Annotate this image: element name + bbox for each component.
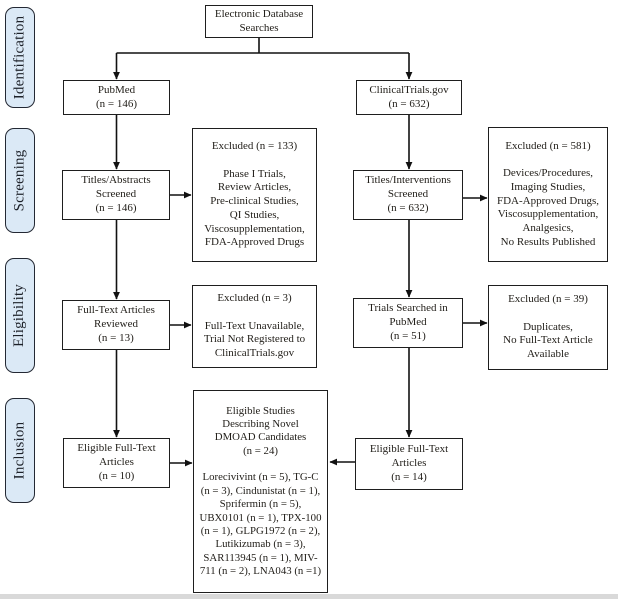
box-excluded-3: Excluded (n = 3) Full-Text Unavailable, … [192, 285, 317, 368]
box-eligible-fulltext-articles-14: Eligible Full-Text Articles (n = 14) [355, 438, 463, 490]
box-titles-abstracts-screened: Titles/Abstracts Screened (n = 146) [62, 170, 170, 220]
stage-label-screening-text: Screening [11, 149, 28, 212]
stage-label-eligibility-text: Eligibility [11, 283, 28, 348]
stage-label-inclusion-text: Inclusion [11, 421, 28, 480]
box-clinicaltrials-gov: ClinicalTrials.gov (n = 632) [356, 80, 462, 115]
stage-label-identification: Identification [5, 7, 35, 108]
box-excluded-133: Excluded (n = 133) Phase I Trials, Revie… [192, 128, 317, 262]
box-excluded-39: Excluded (n = 39) Duplicates, No Full-Te… [488, 285, 608, 370]
stage-label-eligibility: Eligibility [5, 258, 35, 373]
box-eligible-studies-dmoad-candidates: Eligible Studies Describing Novel DMOAD … [193, 390, 328, 593]
box-eligible-fulltext-articles-10: Eligible Full-Text Articles (n = 10) [63, 438, 170, 488]
box-pubmed: PubMed (n = 146) [63, 80, 170, 115]
box-excluded-581: Excluded (n = 581) Devices/Procedures, I… [488, 127, 608, 262]
box-titles-interventions-screened: Titles/Interventions Screened (n = 632) [353, 170, 463, 220]
bottom-edge-strip [0, 594, 618, 599]
stage-label-identification-text: Identification [11, 15, 28, 100]
box-trials-searched-in-pubmed: Trials Searched in PubMed (n = 51) [353, 298, 463, 348]
stage-label-inclusion: Inclusion [5, 398, 35, 503]
stage-label-screening: Screening [5, 128, 35, 233]
box-electronic-database-searches: Electronic Database Searches [205, 5, 313, 38]
box-fulltext-articles-reviewed: Full-Text Articles Reviewed (n = 13) [62, 300, 170, 350]
